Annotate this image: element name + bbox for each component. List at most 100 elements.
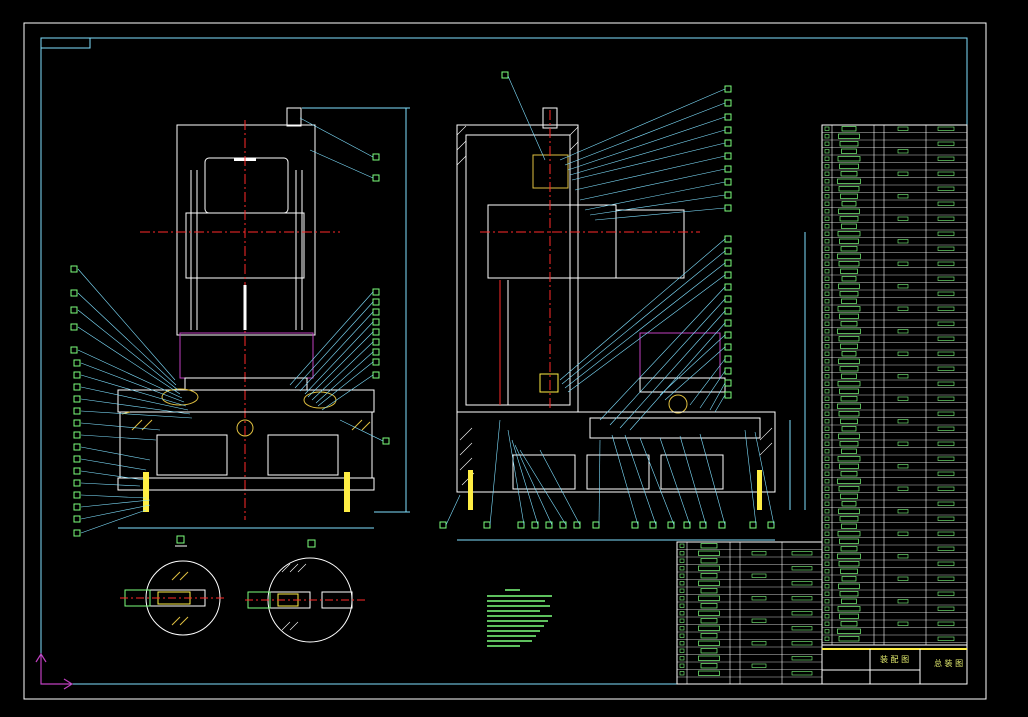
parts-list-right-index [824,314,830,319]
parts-list-right-index [824,374,830,379]
parts-list-right-note [937,321,955,326]
parts-list-right-name [839,441,859,447]
parts-list-right-note [937,471,955,476]
front-top-stud [286,107,302,127]
parts-list-right-name [837,231,861,237]
parts-list-bottom-name [698,640,720,646]
parts-list-right-note [937,366,955,371]
parts-list-right-note [937,456,955,461]
front-upper-housing [176,124,316,336]
parts-list-right-name [838,208,860,214]
front-foot [117,477,375,491]
parts-list-right-note [937,561,955,566]
side-view[interactable] [456,107,806,541]
title-block[interactable]: 装 配 图 总 装 图 [821,644,968,685]
parts-list-right-index [824,239,830,244]
parts-list-bottom-note [791,581,813,586]
parts-list-right-name [839,463,859,469]
front-fixture-plate [184,377,308,391]
parts-list-right-name [838,561,860,567]
front-base-pocket-right [267,434,339,476]
parts-list-right-index [824,351,830,356]
parts-list-right-index [824,494,830,499]
parts-list-bottom-index [679,648,685,653]
parts-list-right-material [897,441,909,446]
parts-list-right-index [824,404,830,409]
parts-list-right-name [838,133,860,139]
parts-list-right-material [897,576,909,581]
parts-list-right-note [937,231,955,236]
parts-list-right-material [897,194,909,199]
parts-list-right[interactable] [821,124,968,646]
parts-list-right-name [841,448,857,454]
detail-view-1[interactable] [120,535,225,636]
side-bolt-left [468,470,473,510]
side-bolt-right [757,470,762,510]
parts-list-bottom-index [679,641,685,646]
parts-list-right-index [824,426,830,431]
parts-list-right-name [839,216,859,222]
parts-list-right-name [841,576,857,582]
parts-list-right-index [824,336,830,341]
corner-tag [41,38,91,49]
parts-list-bottom-index [679,671,685,676]
side-base-pocket-3 [660,454,724,490]
detail-2-label [307,539,316,548]
parts-list-right-material [897,261,909,266]
parts-list-right-name [840,396,858,402]
parts-list-right-material [897,306,909,311]
parts-list-bottom-name [698,670,720,676]
parts-list-right-index [824,366,830,371]
parts-list-right-note [937,216,955,221]
front-clamp-right [303,391,337,409]
parts-list-right-index [824,179,830,184]
side-base [456,411,776,493]
parts-list-bottom-index [679,573,685,578]
parts-list-right-name [838,636,860,642]
parts-list-bottom[interactable] [676,541,823,685]
parts-list-bottom-index [679,551,685,556]
parts-list-right-material [897,396,909,401]
detail-2-hatch [281,563,307,631]
parts-list-right-index [824,321,830,326]
parts-list-right-material [897,149,909,154]
parts-list-right-index [824,306,830,311]
parts-list-right-name [839,613,859,619]
parts-list-right-name [840,193,858,199]
parts-list-right-index [824,539,830,544]
parts-list-right-material [897,126,909,131]
front-right-balloons [372,153,390,445]
parts-list-bottom-note [791,656,813,661]
parts-list-right-name [840,246,858,252]
parts-list-bottom-name [700,558,718,564]
front-view[interactable] [117,107,410,529]
detail-view-2[interactable] [245,539,365,643]
parts-list-right-note [937,606,955,611]
parts-list-right-name [839,313,859,319]
parts-list-bottom-name [700,663,718,669]
parts-list-right-index [824,554,830,559]
parts-list-right-material [897,419,909,424]
parts-list-right-index [824,299,830,304]
parts-list-bottom-index [679,581,685,586]
front-base [119,411,373,479]
front-workpiece [179,332,314,379]
parts-list-bottom-material [751,551,767,556]
front-bolt-left [143,472,149,512]
parts-list-right-index [824,441,830,446]
parts-list-right-material [897,329,909,334]
parts-list-right-name [837,553,861,559]
parts-list-right-name [839,238,859,244]
parts-list-bottom-material [751,596,767,601]
side-column-inner [465,134,571,406]
parts-list-right-index [824,569,830,574]
side-arm [615,209,685,279]
parts-list-bottom-note [791,551,813,556]
parts-list-right-name [839,591,859,597]
parts-list-right-index [824,231,830,236]
parts-list-right-index [824,171,830,176]
parts-list-right-note [937,396,955,401]
parts-list-right-index [824,276,830,281]
